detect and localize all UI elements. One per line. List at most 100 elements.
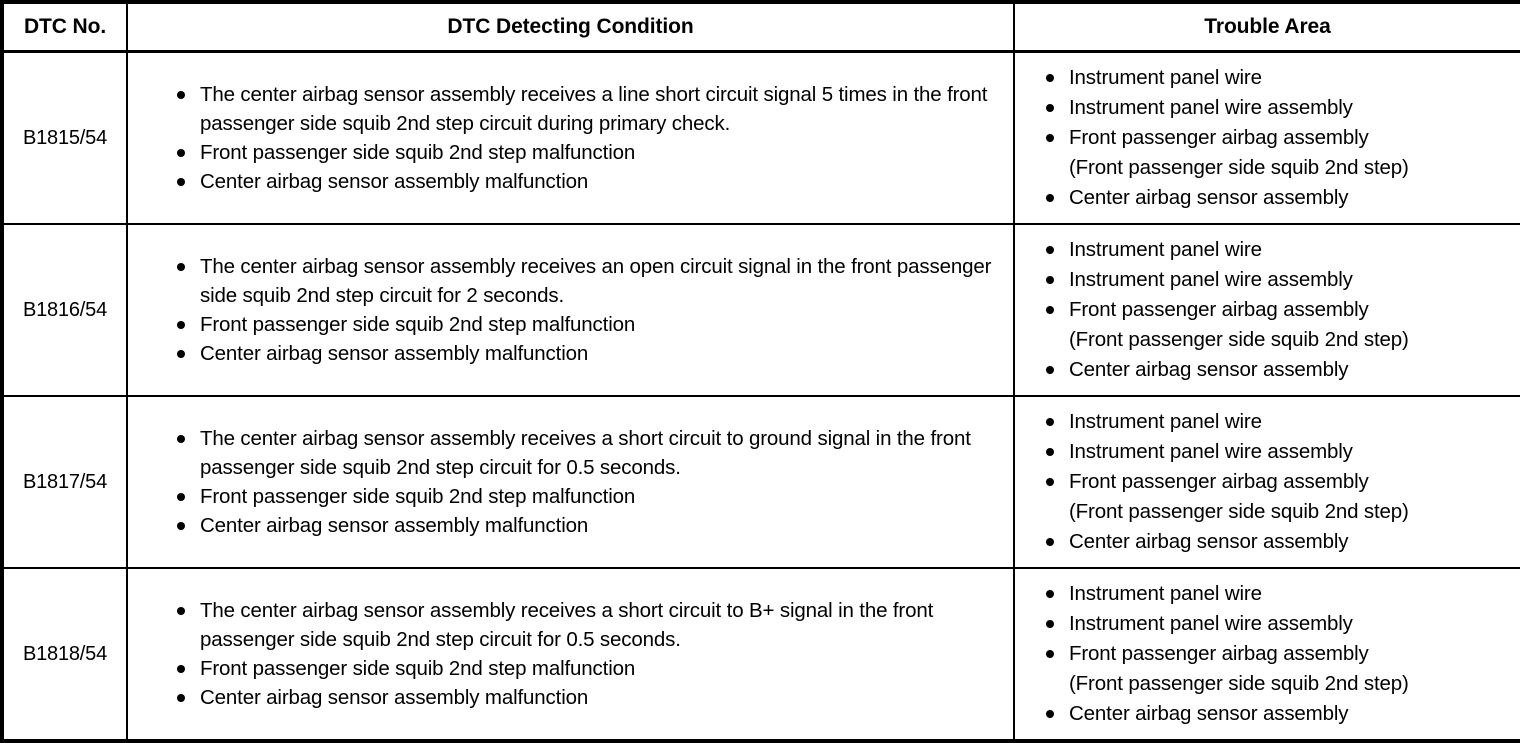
trouble-area-item: Instrument panel wire assembly: [1039, 93, 1512, 123]
column-header-trouble-area: Trouble Area: [1013, 0, 1520, 53]
column-header-dtc-detecting-condition: DTC Detecting Condition: [126, 0, 1015, 53]
column-header-dtc-no: DTC No.: [0, 0, 128, 53]
dtc-number-cell: B1816/54: [0, 223, 128, 397]
bullet-list: The center airbag sensor assembly receiv…: [170, 596, 1003, 712]
bullet-list: The center airbag sensor assembly receiv…: [170, 80, 1003, 196]
table-row: B1815/54 The center airbag sensor assembl…: [0, 51, 1520, 225]
trouble-area-item: Front passenger airbag assembly (Front pa…: [1039, 295, 1512, 355]
dtc-number-cell: B1818/54: [0, 567, 128, 743]
condition-item: Center airbag sensor assembly malfunctio…: [170, 339, 1003, 368]
condition-item: The center airbag sensor assembly receiv…: [170, 596, 1003, 654]
dtc-condition-cell: The center airbag sensor assembly receiv…: [126, 51, 1015, 225]
trouble-area-item: Center airbag sensor assembly: [1039, 355, 1512, 385]
condition-item-text: Front passenger side squib 2nd step malf…: [200, 484, 636, 508]
condition-list-wrapper: The center airbag sensor assembly receiv…: [128, 412, 1013, 552]
trouble-area-item-text: Front passenger airbag assembly: [1069, 125, 1369, 149]
trouble-area-item-continuation: (Front passenger side squib 2nd step): [1069, 671, 1409, 695]
trouble-area-item: Center airbag sensor assembly: [1039, 527, 1512, 557]
condition-item-text: Center airbag sensor assembly malfunctio…: [200, 341, 589, 365]
trouble-area-item: Instrument panel wire assembly: [1039, 437, 1512, 467]
condition-item-text: Front passenger side squib 2nd step malf…: [200, 140, 636, 164]
condition-item-text: The center airbag sensor assembly receiv…: [200, 598, 934, 651]
condition-item-text: Center airbag sensor assembly malfunctio…: [200, 685, 589, 709]
trouble-area-item-text: Front passenger airbag assembly: [1069, 297, 1369, 321]
trouble-area-item: Instrument panel wire: [1039, 579, 1512, 609]
trouble-area-item-text: Instrument panel wire: [1069, 237, 1262, 261]
condition-item-text: The center airbag sensor assembly receiv…: [200, 426, 971, 479]
dtc-number-cell: B1815/54: [0, 51, 128, 225]
condition-item-text: The center airbag sensor assembly receiv…: [200, 254, 992, 307]
condition-list-wrapper: The center airbag sensor assembly receiv…: [128, 68, 1013, 208]
trouble-area-item-text: Center airbag sensor assembly: [1069, 701, 1349, 725]
condition-item-text: The center airbag sensor assembly receiv…: [200, 82, 988, 135]
trouble-area-item: Instrument panel wire: [1039, 407, 1512, 437]
condition-item: Center airbag sensor assembly malfunctio…: [170, 683, 1003, 712]
trouble-area-item-text: Instrument panel wire: [1069, 409, 1262, 433]
bullet-list: The center airbag sensor assembly receiv…: [170, 424, 1003, 540]
trouble-area-item: Front passenger airbag assembly (Front pa…: [1039, 639, 1512, 699]
trouble-area-item: Front passenger airbag assembly (Front pa…: [1039, 467, 1512, 527]
trouble-area-item-text: Front passenger airbag assembly: [1069, 641, 1369, 665]
condition-item: Center airbag sensor assembly malfunctio…: [170, 167, 1003, 196]
dtc-condition-cell: The center airbag sensor assembly receiv…: [126, 567, 1015, 743]
condition-list-wrapper: The center airbag sensor assembly receiv…: [128, 240, 1013, 380]
condition-item: Front passenger side squib 2nd step malf…: [170, 482, 1003, 511]
trouble-area-item-text: Instrument panel wire assembly: [1069, 439, 1353, 463]
trouble-area-item-text: Instrument panel wire assembly: [1069, 267, 1353, 291]
trouble-area-item-continuation: (Front passenger side squib 2nd step): [1069, 499, 1409, 523]
trouble-area-item-text: Instrument panel wire: [1069, 65, 1262, 89]
header-row: DTC No. DTC Detecting Condition Trouble …: [0, 0, 1520, 53]
condition-item-text: Center airbag sensor assembly malfunctio…: [200, 513, 589, 537]
condition-item: The center airbag sensor assembly receiv…: [170, 252, 1003, 310]
bullet-list: The center airbag sensor assembly receiv…: [170, 252, 1003, 368]
trouble-area-item: Instrument panel wire: [1039, 235, 1512, 265]
condition-item: Front passenger side squib 2nd step malf…: [170, 138, 1003, 167]
dtc-number-value: B1818/54: [22, 642, 108, 665]
dtc-condition-cell: The center airbag sensor assembly receiv…: [126, 223, 1015, 397]
dtc-number-value: B1817/54: [22, 470, 108, 493]
dtc-number-value: B1815/54: [22, 126, 108, 149]
condition-item-text: Center airbag sensor assembly malfunctio…: [200, 169, 589, 193]
trouble-area-item: Instrument panel wire assembly: [1039, 265, 1512, 295]
trouble-area-item: Instrument panel wire: [1039, 63, 1512, 93]
dtc-condition-cell: The center airbag sensor assembly receiv…: [126, 395, 1015, 569]
trouble-area-item-text: Center airbag sensor assembly: [1069, 357, 1349, 381]
trouble-area-item-text: Center airbag sensor assembly: [1069, 529, 1349, 553]
table-header: DTC No. DTC Detecting Condition Trouble …: [0, 0, 1520, 53]
trouble-area-item-text: Center airbag sensor assembly: [1069, 185, 1349, 209]
trouble-area-item-text: Instrument panel wire assembly: [1069, 95, 1353, 119]
condition-item: Center airbag sensor assembly malfunctio…: [170, 511, 1003, 540]
trouble-area-item-text: Front passenger airbag assembly: [1069, 469, 1369, 493]
trouble-area-item-continuation: (Front passenger side squib 2nd step): [1069, 155, 1409, 179]
trouble-area-item: Center airbag sensor assembly: [1039, 699, 1512, 729]
condition-item: Front passenger side squib 2nd step malf…: [170, 654, 1003, 683]
table-row: B1818/54 The center airbag sensor assembl…: [0, 567, 1520, 743]
table-row: B1817/54 The center airbag sensor assembl…: [0, 395, 1520, 569]
trouble-area-item: Center airbag sensor assembly: [1039, 183, 1512, 213]
trouble-area-item-text: Instrument panel wire: [1069, 581, 1262, 605]
condition-item: Front passenger side squib 2nd step malf…: [170, 310, 1003, 339]
condition-item: The center airbag sensor assembly receiv…: [170, 80, 1003, 138]
condition-item: The center airbag sensor assembly receiv…: [170, 424, 1003, 482]
trouble-area-item: Instrument panel wire assembly: [1039, 609, 1512, 639]
dtc-number-value: B1816/54: [22, 298, 108, 321]
trouble-area-item-continuation: (Front passenger side squib 2nd step): [1069, 327, 1409, 351]
table-row: B1816/54 The center airbag sensor assembl…: [0, 223, 1520, 397]
trouble-area-item-text: Instrument panel wire assembly: [1069, 611, 1353, 635]
condition-item-text: Front passenger side squib 2nd step malf…: [200, 312, 636, 336]
condition-item-text: Front passenger side squib 2nd step malf…: [200, 656, 636, 680]
condition-list-wrapper: The center airbag sensor assembly receiv…: [128, 584, 1013, 724]
